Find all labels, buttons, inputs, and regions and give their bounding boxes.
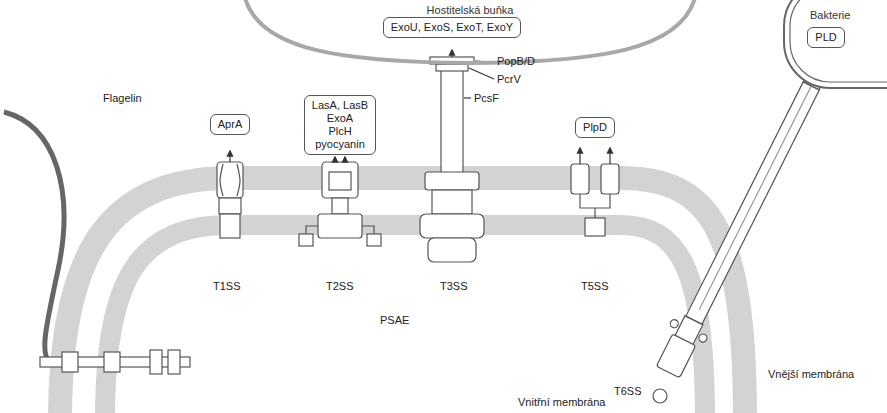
t3ss-apparatus-part: [425, 172, 479, 190]
protein-label: PcrV: [497, 73, 521, 86]
t3ss-apparatus-part: [436, 64, 468, 71]
t1ss-apparatus-part: [220, 214, 240, 238]
organism-label: PSAE: [380, 314, 409, 327]
flagellum: [4, 112, 190, 374]
inner-membrane: [105, 225, 705, 413]
node-text: ExoU, ExoS, ExoT, ExoY: [391, 21, 513, 34]
effector-box: ExoU, ExoS, ExoT, ExoY: [383, 17, 521, 38]
node-text: AprA: [218, 118, 242, 131]
flagellum-part: [150, 350, 162, 374]
system-label: T6SS: [614, 385, 642, 398]
t2ss-apparatus-part: [344, 157, 345, 162]
flagellum-part: [4, 112, 64, 362]
t6ss-apparatus-part: [669, 318, 680, 329]
t1ss-apparatus-part: [220, 164, 240, 196]
t2ss-apparatus-part: [322, 162, 358, 198]
t2ss-apparatus-part: [299, 234, 313, 246]
t2ss-apparatus-part: [334, 157, 335, 162]
t5ss-apparatus-part: [585, 218, 605, 236]
t2ss-apparatus-part: [329, 172, 351, 190]
t1ss-apparatus-part: [229, 151, 230, 162]
t2ss-apparatus-part: [318, 214, 362, 238]
node-text: ExoA: [312, 112, 368, 125]
membrane-label: Vnější membrána: [768, 368, 854, 381]
t3ss-apparatus-part: [428, 238, 476, 262]
t1ss-apparatus-part: [217, 162, 243, 198]
system-label: T2SS: [326, 280, 354, 293]
t5ss-apparatus-part: [609, 148, 610, 164]
secreted-protein-box: PlpD: [575, 117, 615, 138]
secreted-protein-box: AprA: [210, 114, 250, 135]
structure-label: Flagelin: [103, 92, 142, 105]
system-label: T3SS: [440, 280, 468, 293]
node-text: PlpD: [583, 121, 607, 134]
t5ss-apparatus-part: [579, 148, 580, 164]
secreted-protein-box: LasA, LasBExoAPlcHpyocyanin: [304, 95, 376, 155]
t3ss-apparatus-part: [469, 68, 494, 79]
outer-membrane: [60, 178, 745, 413]
t3ss-apparatus-part: [441, 70, 463, 174]
t3ss-apparatus: [420, 50, 494, 262]
toxin-box: PLD: [807, 27, 844, 48]
host-cell: Hostitelská buňkaExoU, ExoS, ExoT, ExoY: [240, 0, 700, 66]
t5ss-apparatus-part: [580, 194, 610, 218]
t3ss-apparatus-part: [420, 214, 484, 238]
bacterium-wall: [784, 0, 887, 88]
t3ss-apparatus-part: [432, 190, 472, 214]
node-text: Hostitelská buňka: [240, 4, 700, 16]
t6ss-base-part: [653, 389, 667, 403]
flagellum-part: [62, 352, 78, 372]
outer-membrane-part: [60, 178, 745, 413]
node-text: PLD: [815, 31, 836, 44]
node-text: pyocyanin: [312, 138, 368, 151]
bacterium-cell: BakteriePLD: [782, 0, 887, 90]
t3ss-apparatus-part: [464, 97, 471, 98]
t6ss-base: [653, 389, 667, 403]
t1ss-apparatus-part: [219, 198, 241, 214]
node-text: LasA, LasB: [312, 99, 368, 112]
t6ss-apparatus-part: [686, 82, 819, 324]
t2ss-apparatus-part: [306, 226, 374, 234]
bacterium-wall: [790, 0, 887, 82]
flagellum-part: [168, 350, 180, 374]
t5ss-apparatus-part: [571, 164, 589, 194]
t6ss-apparatus-part: [699, 86, 811, 310]
t6ss-apparatus: [650, 50, 842, 381]
t2ss-apparatus-part: [332, 198, 348, 214]
system-label: T5SS: [581, 280, 609, 293]
t1ss-apparatus: [217, 151, 243, 238]
t5ss-apparatus-part: [601, 164, 619, 194]
node-text: Bakterie: [810, 9, 887, 21]
system-label: T1SS: [213, 280, 241, 293]
protein-label: PopB/D: [497, 55, 535, 68]
t2ss-apparatus-part: [367, 234, 381, 246]
inner-membrane-part: [105, 225, 705, 413]
membrane-label: Vnitřní membrána: [518, 396, 605, 409]
node-text: PlcH: [312, 125, 368, 138]
flagellum-part: [104, 352, 120, 372]
t5ss-apparatus: [571, 148, 619, 236]
t6ss-apparatus-part: [698, 333, 709, 344]
protein-label: PcsF: [474, 92, 499, 105]
t3ss-apparatus-part: [451, 50, 452, 57]
t2ss-apparatus: [299, 157, 381, 246]
